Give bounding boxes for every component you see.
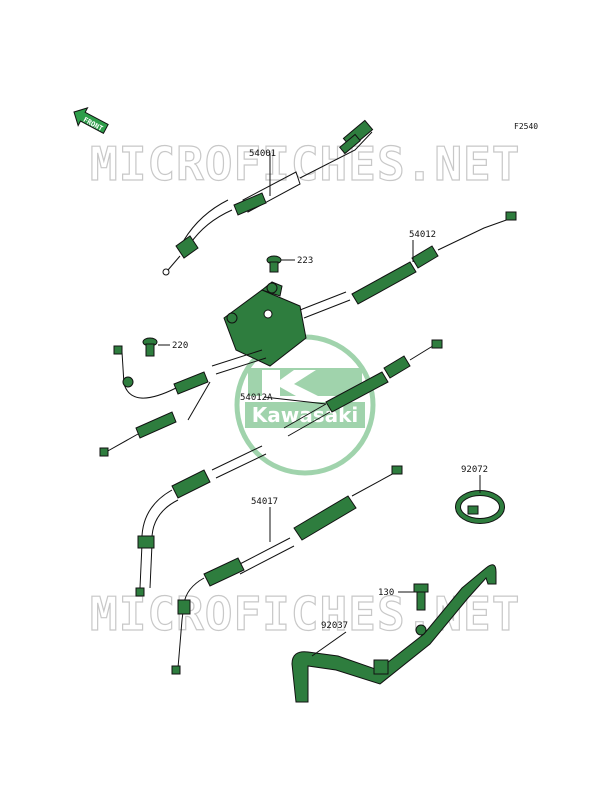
callout-92072: 92072	[461, 465, 488, 475]
part-54001-cable	[162, 119, 374, 276]
part-92037-hose	[291, 564, 497, 703]
callout-54012: 54012	[409, 230, 436, 240]
callout-223: 223	[297, 256, 313, 266]
callout-92037: 92037	[321, 621, 348, 631]
part-130-bolt	[413, 583, 429, 636]
watermark-top: MICROFICHES.NET	[90, 137, 520, 191]
leader-92037	[311, 631, 347, 657]
part-54017-cable	[171, 465, 403, 675]
leader-54012A	[263, 396, 327, 405]
figure-code: F2540	[514, 122, 538, 131]
part-54012-cable	[299, 211, 517, 319]
part-54012A-cable	[99, 345, 267, 457]
part-throttle-housing	[223, 281, 307, 367]
callout-130: 130	[378, 588, 394, 598]
part-92072-clamp	[455, 490, 505, 524]
kawasaki-logo: Kawasaki	[234, 334, 376, 476]
callout-54001: 54001	[249, 149, 276, 159]
part-223-bolt	[266, 255, 282, 273]
callout-220: 220	[172, 341, 188, 351]
callout-54017: 54017	[251, 497, 278, 507]
part-54017-upper-cable	[135, 445, 267, 597]
callout-54012A: 54012A	[240, 393, 273, 403]
part-220-screw	[142, 337, 158, 357]
part-54012A-center-cable	[283, 339, 443, 437]
front-arrow-icon: FRONT	[73, 107, 109, 134]
